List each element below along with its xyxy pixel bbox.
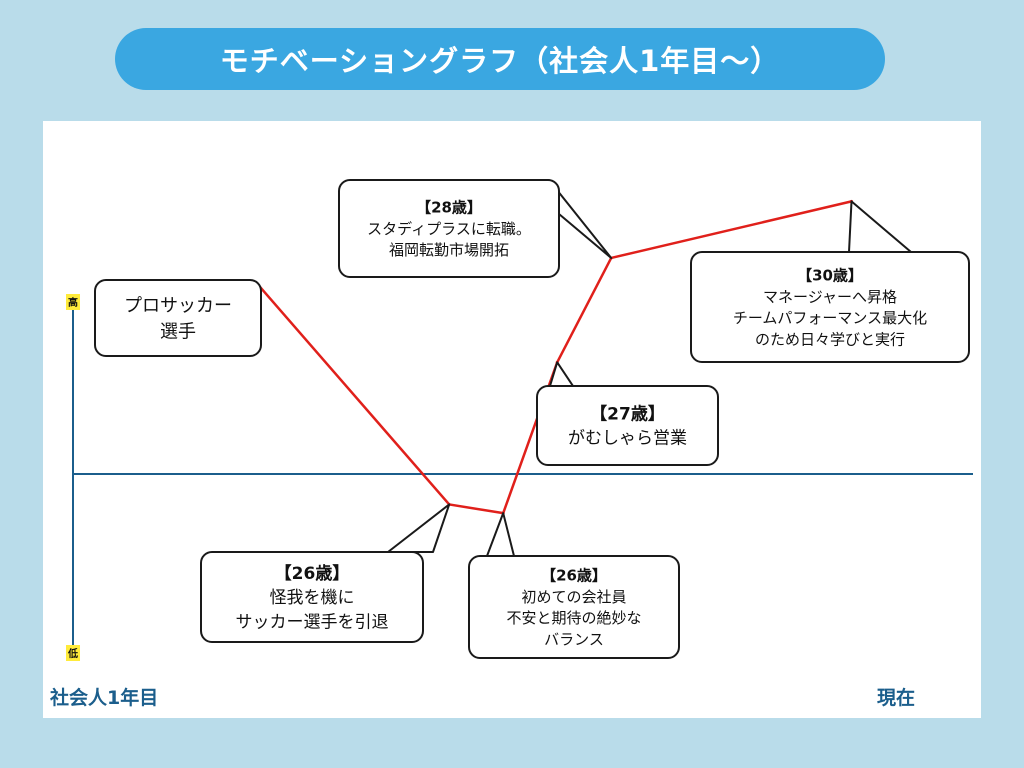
callout-pointer — [387, 503, 451, 553]
motivation-chart: 高低 プロサッカー選手【26歳】怪我を機にサッカー選手を引退【26歳】初めての会… — [66, 179, 973, 661]
callout-line: プロサッカー — [124, 296, 232, 317]
chart-title: モチベーショングラフ（社会人1年目〜） — [219, 44, 781, 78]
callout-3: 【27歳】がむしゃら営業 — [536, 361, 719, 466]
callout-4: 【28歳】スタディプラスに転職。福岡転勤市場開拓 — [338, 179, 613, 278]
motivation-line — [256, 200, 852, 515]
chart-panel: 高低 プロサッカー選手【26歳】怪我を機にサッカー選手を引退【26歳】初めての会… — [43, 121, 981, 718]
callout-line: マネージャーへ昇格 — [763, 288, 897, 306]
x-start-label: 社会人1年目 — [50, 687, 159, 709]
callout-line: がむしゃら営業 — [568, 429, 687, 449]
callout-line: 選手 — [160, 321, 196, 342]
y-low-label-bg — [66, 645, 80, 661]
y-low-label: 低 — [67, 647, 78, 660]
callout-line: 不安と期待の絶妙な — [506, 609, 641, 627]
callout-pointer — [486, 512, 515, 557]
callout-line: スタディプラスに転職。 — [367, 220, 531, 238]
callout-line: のため日々学びと実行 — [755, 330, 905, 348]
y-high-label-bg — [66, 294, 80, 310]
callout-box — [536, 385, 719, 466]
callout-line: サッカー選手を引退 — [236, 612, 389, 632]
callout-layer: プロサッカー選手【26歳】怪我を機にサッカー選手を引退【26歳】初めての会社員不… — [94, 179, 970, 659]
title-banner: モチベーショングラフ（社会人1年目〜） — [115, 28, 885, 90]
callout-line: バランス — [544, 630, 604, 648]
callout-line: 福岡転勤市場開拓 — [389, 241, 509, 259]
callout-pointer — [848, 200, 912, 253]
callout-line: 【27歳】 — [590, 404, 665, 425]
callout-box — [468, 555, 680, 659]
callout-line: 【26歳】 — [541, 566, 607, 584]
y-high-label: 高 — [68, 296, 78, 309]
callout-line: 【30歳】 — [797, 266, 863, 284]
callout-line: 【26歳】 — [275, 563, 350, 584]
callout-box — [690, 251, 970, 363]
callout-line: 【28歳】 — [416, 199, 482, 217]
callout-box — [94, 279, 262, 357]
x-end-label: 現在 — [877, 687, 916, 709]
callout-line: 怪我を機に — [270, 588, 355, 608]
axes: 高低 — [66, 294, 973, 661]
callout-box — [338, 179, 560, 278]
callout-line: チームパフォーマンス最大化 — [733, 309, 927, 327]
callout-line: 初めての会社員 — [521, 588, 626, 606]
callout-box — [200, 551, 424, 643]
